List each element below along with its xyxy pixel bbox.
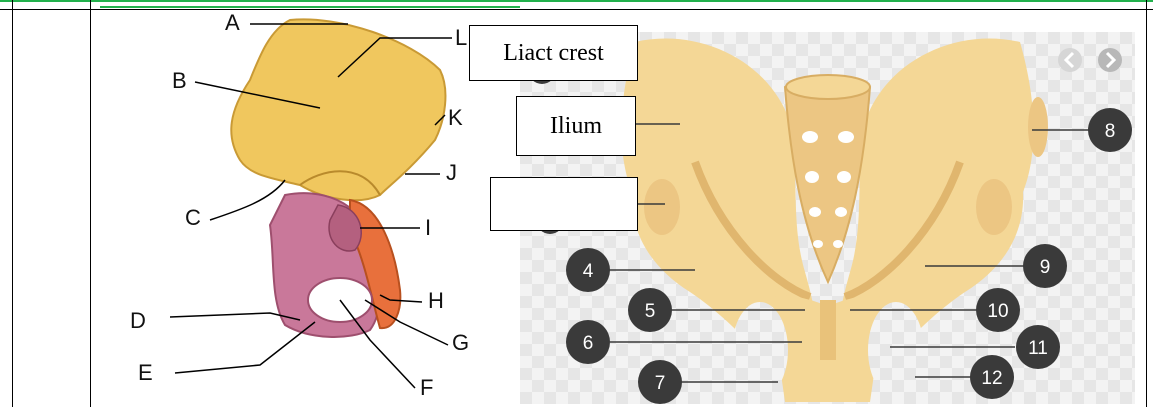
label-letter-l: L [455,25,467,50]
marker-8: 8 [1088,108,1132,152]
svg-text:11: 11 [1028,338,1048,359]
svg-text:7: 7 [655,373,666,394]
marker-9: 9 [1023,244,1067,288]
marker-4: 4 [566,248,610,292]
label-box-ilium: Ilium [516,96,636,156]
svg-text:6: 6 [583,333,594,354]
label-letter-e: E [138,360,153,385]
cell-border-right [1146,0,1147,407]
marker-10: 10 [976,288,1020,332]
cell-border-left [12,0,13,407]
svg-text:8: 8 [1105,121,1116,142]
chevron-right-icon[interactable] [1098,48,1122,72]
svg-text:9: 9 [1040,257,1051,278]
label-box-blank[interactable] [490,177,638,231]
label-letter-d: D [130,308,146,333]
chevron-left-icon[interactable] [1058,48,1082,72]
svg-text:12: 12 [981,368,1002,389]
left-obturator [732,302,788,398]
marker-11: 11 [1016,325,1060,369]
svg-text:5: 5 [645,301,656,322]
right-obturator [868,302,924,398]
svg-text:4: 4 [583,261,594,282]
label-letter-k: K [448,105,463,130]
marker-7: 7 [638,360,682,404]
label-letter-c: C [185,205,201,230]
cell-border-mid [90,0,91,407]
marker-12: 12 [970,355,1014,399]
label-letter-i: I [425,215,431,240]
marker-5: 5 [628,288,672,332]
label-letter-b: B [172,68,187,93]
label-letter-h: H [428,288,444,313]
marker-6: 6 [566,320,610,364]
label-letter-f: F [420,375,433,400]
ilium-shape [231,19,445,200]
table-top-border [0,0,1153,2]
svg-text:10: 10 [987,301,1008,322]
label-letter-g: G [452,330,469,355]
hip-bone-diagram: A B C D E F G H I J K L [110,10,510,405]
label-letter-j: J [446,160,457,185]
label-box-iliac-crest: Liact crest [469,25,638,81]
label-letter-a: A [225,10,240,35]
underline-rule [100,6,520,8]
